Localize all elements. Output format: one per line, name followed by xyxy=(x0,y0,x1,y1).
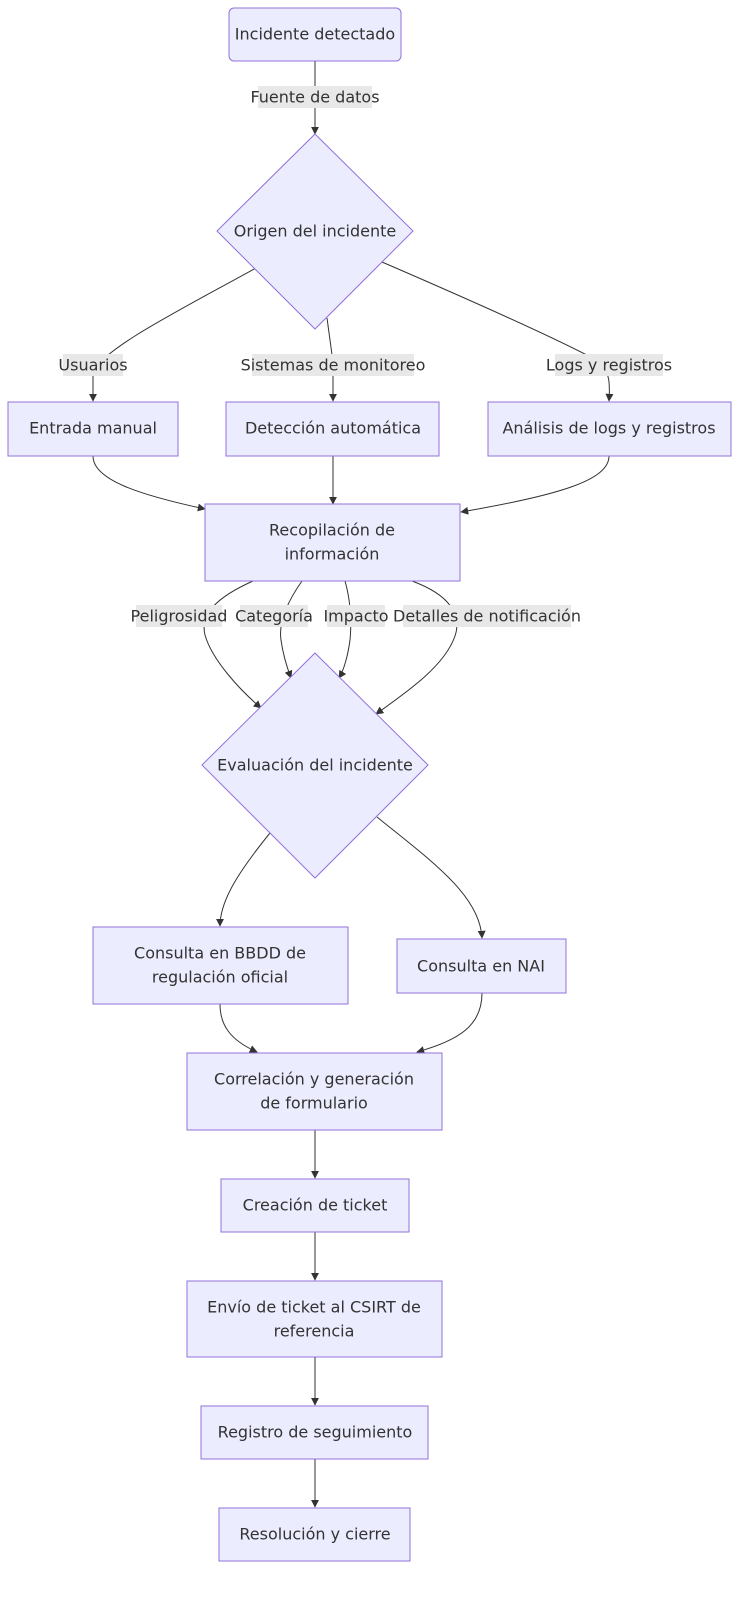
node-registro-seguimiento: Registro de seguimiento xyxy=(200,1405,429,1460)
edge-labels: Fuente de datos Usuarios Sistemas de mon… xyxy=(58,86,672,627)
edge-label-fuente: Fuente de datos xyxy=(250,88,379,107)
node-bbdd-label-1: Consulta en BBDD de xyxy=(134,944,306,963)
node-ticket-label: Creación de ticket xyxy=(243,1196,388,1215)
edges xyxy=(89,61,614,1508)
node-consulta-nai: Consulta en NAI xyxy=(396,938,567,994)
node-deteccion-label: Detección automática xyxy=(245,419,421,438)
edge-recopilacion-evaluacion-categoria xyxy=(280,580,303,679)
edge-label-impacto: Impacto xyxy=(323,607,388,626)
edge-label-categoria: Categoría xyxy=(235,607,313,626)
node-correlacion-label-1: Correlación y generación xyxy=(214,1070,414,1089)
edge-origen-analisis xyxy=(381,261,614,402)
edge-label-detalles: Detalles de notificación xyxy=(393,607,581,626)
node-origen-del-incidente: Origen del incidente xyxy=(216,133,414,330)
node-consulta-bbdd: Consulta en BBDD de regulación oficial xyxy=(92,926,349,1005)
node-deteccion-automatica: Detección automática xyxy=(225,401,440,457)
edge-recopilacion-evaluacion-impacto xyxy=(338,580,352,679)
node-analisis-logs: Análisis de logs y registros xyxy=(487,401,732,457)
node-evaluacion-label: Evaluación del incidente xyxy=(217,756,413,775)
node-correlacion: Correlación y generación de formulario xyxy=(186,1052,443,1131)
edge-evaluacion-nai xyxy=(376,816,486,939)
edge-label-peligrosidad: Peligrosidad xyxy=(131,607,228,626)
node-analisis-label: Análisis de logs y registros xyxy=(502,419,715,438)
node-evaluacion-del-incidente: Evaluación del incidente xyxy=(201,652,429,879)
node-envio-label-2: referencia xyxy=(274,1322,355,1341)
node-registro-label: Registro de seguimiento xyxy=(218,1423,413,1442)
node-envio-ticket: Envío de ticket al CSIRT de referencia xyxy=(186,1280,443,1358)
node-nai-label: Consulta en NAI xyxy=(417,957,545,976)
edge-nai-correlacion xyxy=(416,992,483,1054)
edge-recopilacion-evaluacion-detalles xyxy=(375,580,458,715)
edge-analisis-recopilacion xyxy=(460,455,610,515)
edge-origen-entrada xyxy=(89,267,257,402)
node-correlacion-label-2: de formulario xyxy=(260,1094,368,1113)
node-recopilacion-label-2: información xyxy=(285,545,380,564)
node-recopilacion: Recopilación de información xyxy=(204,503,461,582)
edge-label-logs: Logs y registros xyxy=(546,356,672,375)
node-envio-label-1: Envío de ticket al CSIRT de xyxy=(207,1298,421,1317)
edge-evaluacion-bbdd xyxy=(216,832,271,927)
edge-entrada-recopilacion xyxy=(92,455,206,512)
node-incidente-detectado: Incidente detectado xyxy=(228,7,402,62)
edge-bbdd-correlacion xyxy=(219,1003,258,1053)
node-entrada-manual: Entrada manual xyxy=(7,401,179,457)
node-resolucion-label: Resolución y cierre xyxy=(239,1525,390,1544)
edge-recopilacion-evaluacion-peligrosidad xyxy=(203,580,262,709)
nodes: Incidente detectado Origen del incidente… xyxy=(7,7,732,1562)
node-resolucion-cierre: Resolución y cierre xyxy=(218,1507,411,1562)
edge-label-usuarios: Usuarios xyxy=(58,356,127,375)
node-incidente-label: Incidente detectado xyxy=(235,25,395,44)
node-creacion-ticket: Creación de ticket xyxy=(220,1178,410,1233)
node-origen-label: Origen del incidente xyxy=(234,222,396,241)
node-bbdd-label-2: regulación oficial xyxy=(152,968,288,987)
edge-label-sistemas: Sistemas de monitoreo xyxy=(241,356,426,375)
node-recopilacion-label-1: Recopilación de xyxy=(269,521,395,540)
node-entrada-label: Entrada manual xyxy=(29,419,157,438)
